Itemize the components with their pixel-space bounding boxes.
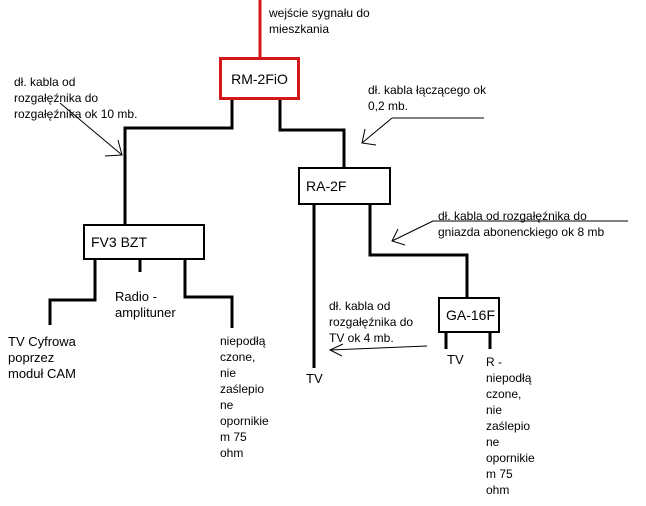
cable-length-connecting-label: dł. kabla łączącego ok 0,2 mb. [368, 83, 487, 113]
splitter-rm-2fio: RM-2FiO [219, 57, 300, 100]
tv-output-label: TV [306, 371, 323, 386]
signal-input-label: wejście sygnału do mieszkania [269, 6, 370, 36]
unterminated-output-label: niepodłą czone, nie zaślepio ne oporniki… [220, 334, 269, 460]
radio-amplituner-label: Radio - amplituner [115, 289, 176, 320]
cable-length-to-tv-label: dł. kabla od rozgałęźnika do TV ok 4 mb. [329, 299, 414, 345]
wire-rm-to-fv3 [123, 100, 234, 224]
ga-r-unterminated-label: R - niepodłą czone, nie zaślepio ne opor… [486, 355, 535, 497]
splitter-fv3-bzt: FV3 BZT [83, 224, 205, 260]
splitter-ra-2f: RA-2F [298, 167, 391, 205]
socket-ga-16f: GA-16F [438, 297, 500, 333]
wire-fv3-to-unterminated [183, 260, 234, 328]
arrow-connecting-annotation [361, 117, 484, 146]
arrow-tv-annotation [328, 343, 428, 357]
arrow-socket-annotation [391, 220, 628, 246]
ga-tv-output-label: TV [447, 352, 464, 367]
tv-cyfrowa-label: TV Cyfrowa poprzez moduł CAM [8, 334, 76, 381]
wire-fv3-to-tv-cyfrowa [48, 260, 97, 325]
wire-ra-to-ga [368, 205, 469, 297]
arrow-left-annotation [59, 102, 123, 157]
cable-length-between-splitters-label: dł. kabla od rozgałęźnika do rozgałęźnik… [14, 75, 138, 121]
cable-length-to-socket-label: dł. kabla od rozgałęźnika do gniazda abo… [438, 209, 605, 239]
wire-rm-to-ra [278, 100, 346, 167]
